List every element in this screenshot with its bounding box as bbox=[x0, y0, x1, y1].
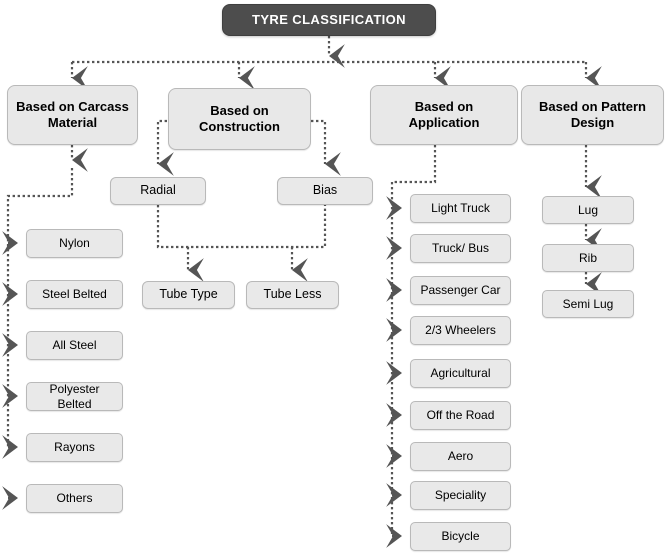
node-label: Light Truck bbox=[431, 201, 490, 216]
node-label-line2: Construction bbox=[199, 119, 280, 134]
node-agricultural[interactable]: Agricultural bbox=[410, 359, 511, 388]
node-label-line2: Design bbox=[570, 115, 615, 130]
node-label: Agricultural bbox=[430, 366, 491, 381]
node-tyre-classification[interactable]: TYRE CLASSIFICATION bbox=[222, 4, 436, 36]
node-label: Rib bbox=[578, 250, 597, 265]
node-label-line2: Material bbox=[47, 115, 98, 130]
node-label: Off the Road bbox=[426, 408, 495, 423]
node-bias[interactable]: Bias bbox=[277, 177, 373, 205]
node-label: Bias bbox=[312, 183, 338, 198]
node-2-3-wheelers[interactable]: 2/3 Wheelers bbox=[410, 316, 511, 345]
node-semi-lug[interactable]: Semi Lug bbox=[542, 290, 634, 318]
node-based-on-pattern-design[interactable]: Based on Pattern Design bbox=[521, 85, 664, 145]
node-rayons[interactable]: Rayons bbox=[26, 433, 123, 462]
node-label: 2/3 Wheelers bbox=[425, 323, 496, 338]
node-tube-less[interactable]: Tube Less bbox=[246, 281, 339, 309]
node-label-line1: Based on bbox=[414, 99, 474, 115]
node-nylon[interactable]: Nylon bbox=[26, 229, 123, 258]
node-label: Others bbox=[56, 491, 93, 506]
node-label: Aero bbox=[447, 449, 474, 464]
node-speciality[interactable]: Speciality bbox=[410, 481, 511, 510]
node-label: Rayons bbox=[54, 440, 95, 455]
node-label: Lug bbox=[577, 202, 599, 217]
node-truck-bus[interactable]: Truck/ Bus bbox=[410, 234, 511, 263]
node-passenger-car[interactable]: Passenger Car bbox=[410, 276, 511, 305]
node-label: All Steel bbox=[52, 338, 97, 353]
node-steel-belted[interactable]: Steel Belted bbox=[26, 280, 123, 309]
node-rib[interactable]: Rib bbox=[542, 244, 634, 272]
node-label: Nylon bbox=[59, 236, 90, 251]
node-based-on-construction[interactable]: Based on Construction bbox=[168, 88, 311, 150]
node-label: Polyester Belted bbox=[49, 381, 100, 411]
node-label: Tube Less bbox=[263, 287, 322, 302]
node-radial[interactable]: Radial bbox=[110, 177, 206, 205]
node-label: TYRE CLASSIFICATION bbox=[252, 12, 406, 28]
node-light-truck[interactable]: Light Truck bbox=[410, 194, 511, 223]
node-label-line2: Application bbox=[408, 115, 480, 130]
node-label: Truck/ Bus bbox=[432, 241, 489, 256]
node-all-steel[interactable]: All Steel bbox=[26, 331, 123, 360]
node-label: Radial bbox=[140, 183, 176, 198]
node-label: Tube Type bbox=[159, 287, 218, 302]
node-bicycle[interactable]: Bicycle bbox=[410, 522, 511, 551]
node-based-on-application[interactable]: Based on Application bbox=[370, 85, 518, 145]
node-label: Semi Lug bbox=[562, 296, 614, 311]
node-tube-type[interactable]: Tube Type bbox=[142, 281, 235, 309]
node-label-line1: Based on Pattern bbox=[539, 99, 646, 115]
node-label: Passenger Car bbox=[420, 283, 501, 298]
node-label-line1: Based on Carcass bbox=[16, 99, 129, 115]
node-label: Speciality bbox=[434, 488, 487, 503]
node-off-the-road[interactable]: Off the Road bbox=[410, 401, 511, 430]
node-label-line1: Based on bbox=[210, 103, 269, 119]
node-label: Steel Belted bbox=[42, 287, 107, 302]
node-lug[interactable]: Lug bbox=[542, 196, 634, 224]
node-polyester-belted[interactable]: Polyester Belted bbox=[26, 382, 123, 411]
node-based-on-carcass-material[interactable]: Based on Carcass Material bbox=[7, 85, 138, 145]
node-others[interactable]: Others bbox=[26, 484, 123, 513]
node-aero[interactable]: Aero bbox=[410, 442, 511, 471]
node-label: Bicycle bbox=[441, 529, 480, 544]
